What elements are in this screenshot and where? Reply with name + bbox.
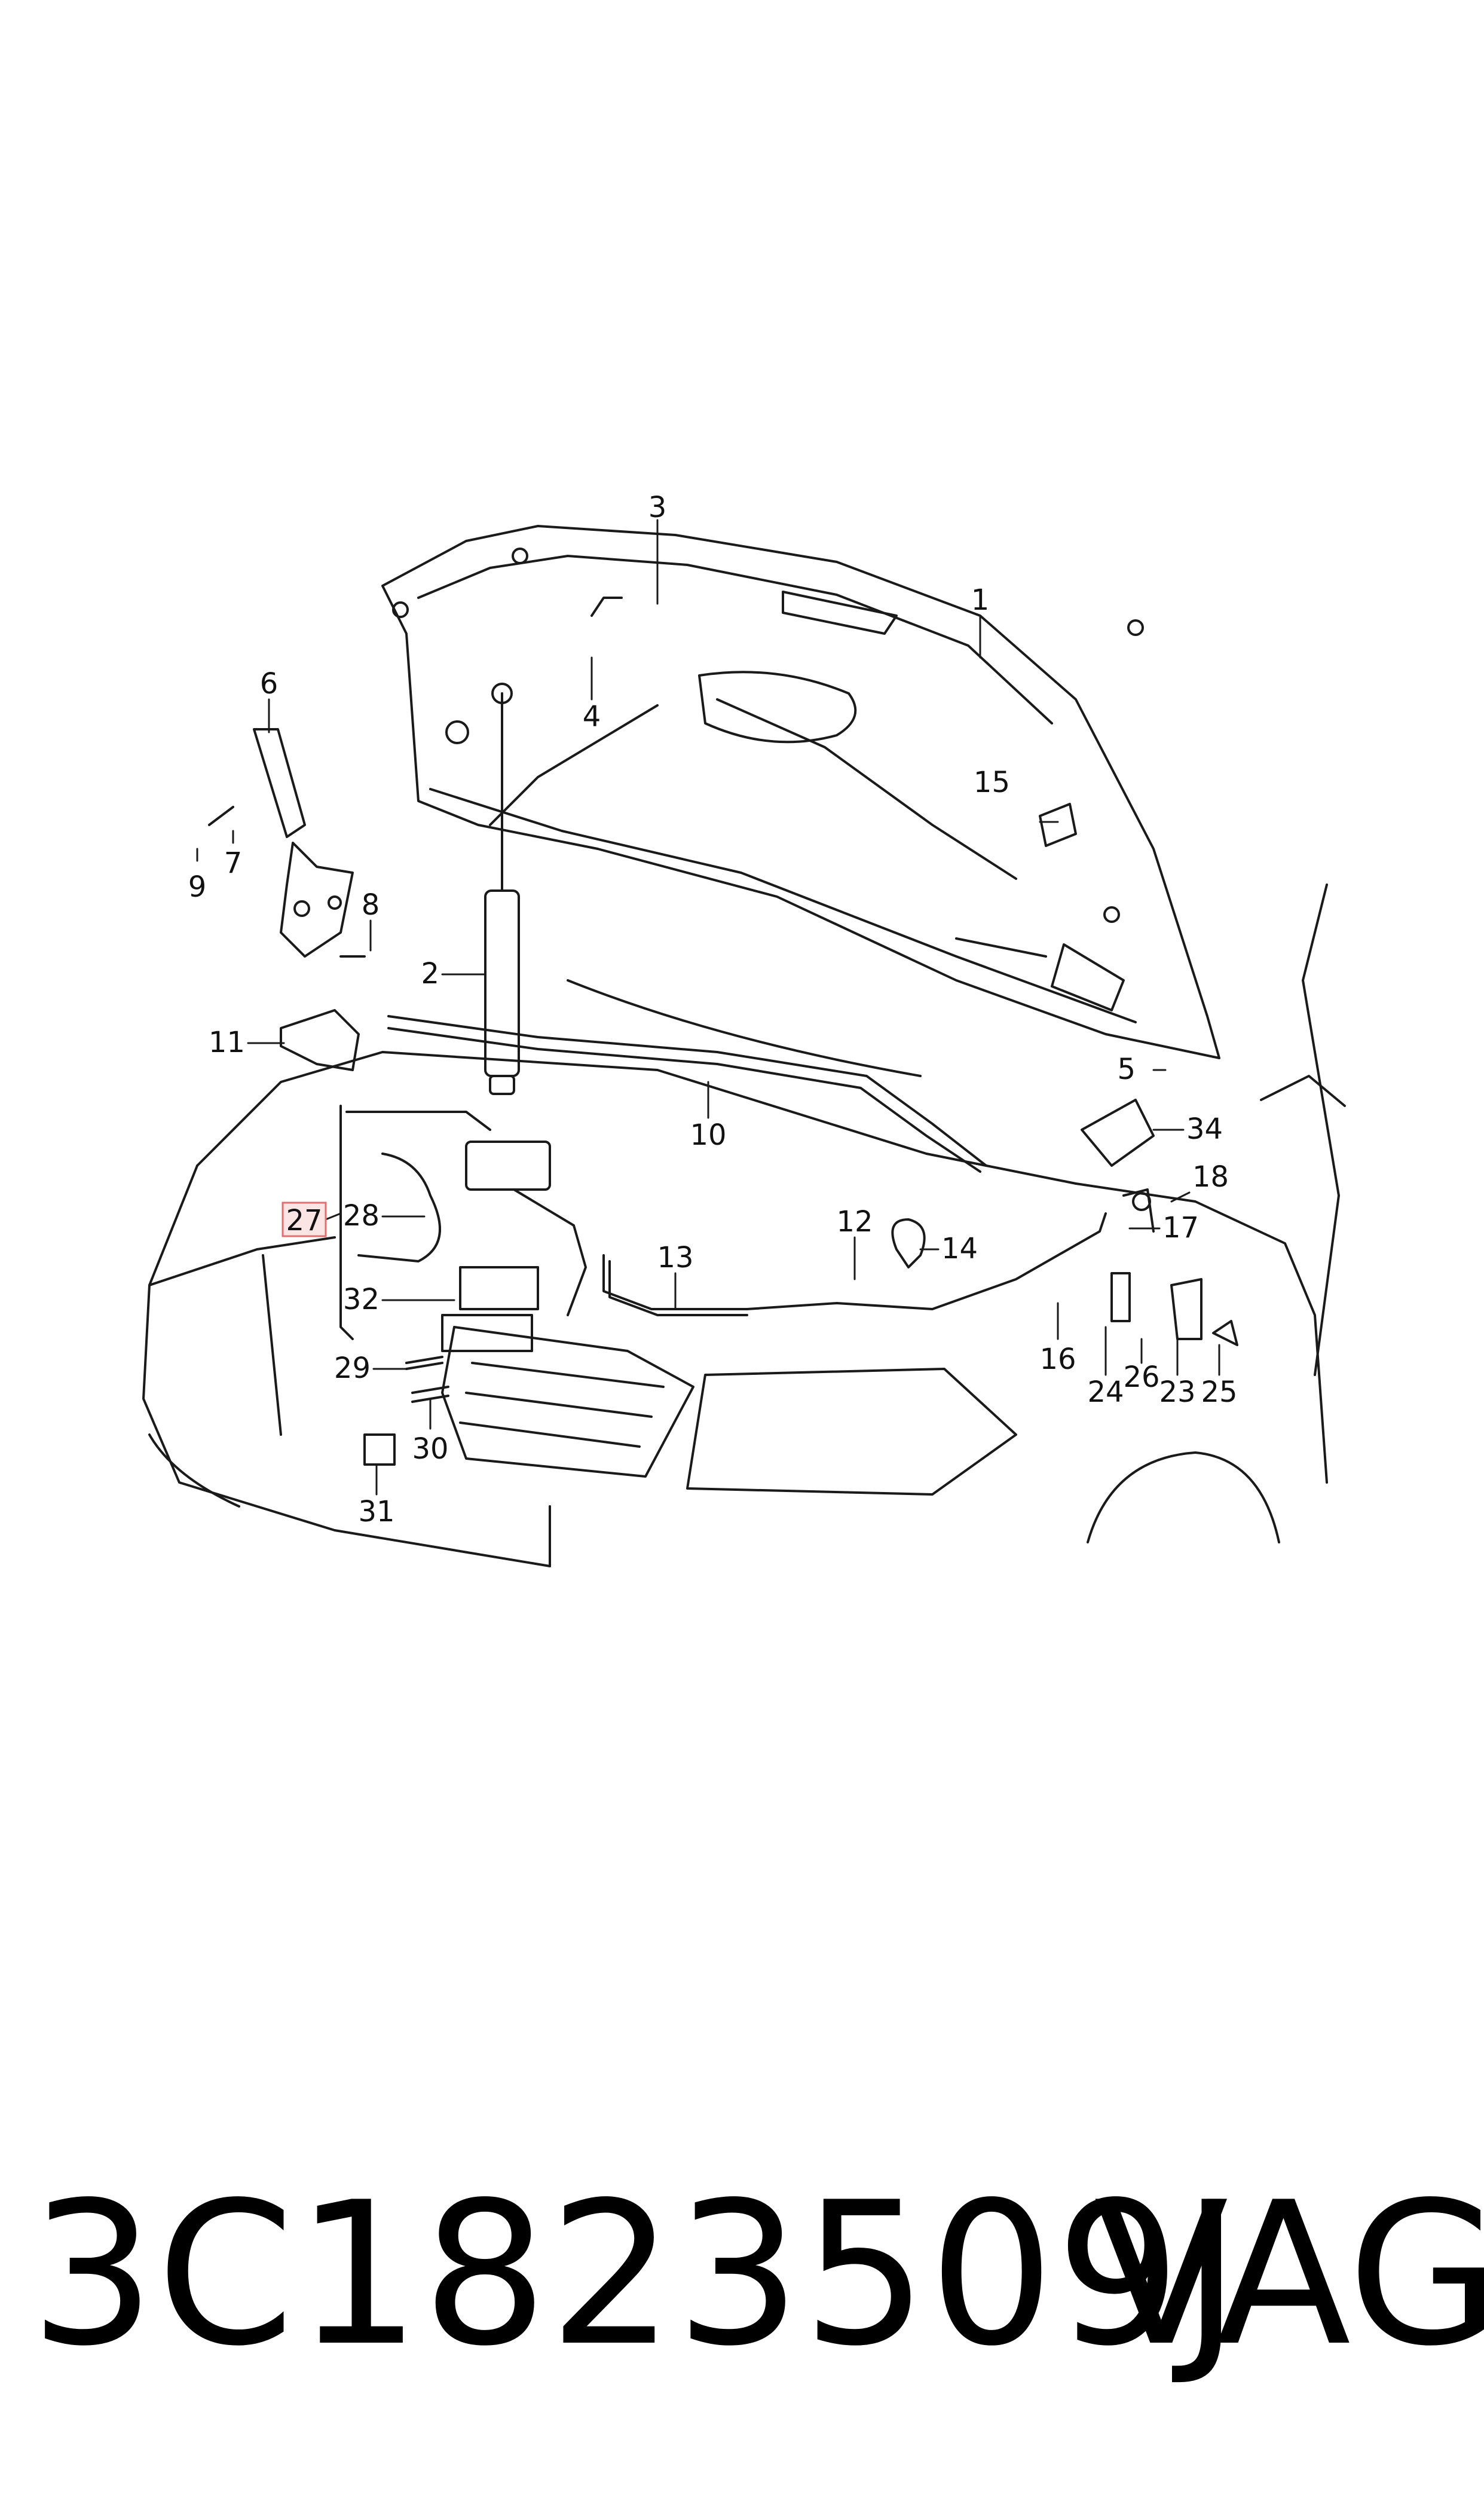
callout-3[interactable]: 3 [648,491,667,524]
callout-7[interactable]: 7 [224,846,243,880]
callout-17[interactable]: 17 [1162,1211,1199,1245]
callout-30[interactable]: 30 [412,1432,448,1466]
callout-16[interactable]: 16 [1039,1343,1076,1376]
callout-2[interactable]: 2 [421,957,439,990]
callout-23[interactable]: 23 [1159,1375,1195,1409]
callout-24[interactable]: 24 [1087,1375,1124,1409]
callout-11[interactable]: 11 [209,1026,245,1059]
callout-4[interactable]: 4 [583,700,601,733]
callout-32[interactable]: 32 [343,1283,380,1316]
gas-strut [484,683,520,1095]
cable-tie [891,1218,926,1268]
brand-label: VAG [1094,2160,1484,2389]
hood-hinge [253,728,354,958]
lock-pad [363,1433,396,1466]
callout-15[interactable]: 15 [974,766,1010,799]
callout-labels: 1 2 3 4 5 6 7 8 9 10 11 12 13 14 15 16 1… [188,491,1238,1528]
hood-seal-strip [387,1015,987,1167]
callout-26[interactable]: 26 [1123,1361,1159,1394]
part-number: 3C1823509J [30,2160,1242,2389]
hood-panel [381,525,1220,1077]
catch-parts-right [1081,1099,1238,1346]
highlight-box-27 [281,1202,327,1237]
callout-13[interactable]: 13 [657,1241,693,1274]
hood-latch-assembly [339,1105,587,1352]
callout-9[interactable]: 9 [188,870,207,904]
bracket-11 [280,1009,360,1071]
callout-27[interactable]: 27 [286,1204,322,1237]
callout-5[interactable]: 5 [1117,1053,1136,1086]
callout-25[interactable]: 25 [1201,1375,1237,1409]
callout-34[interactable]: 34 [1186,1112,1223,1146]
screws [208,597,623,1403]
release-cable [602,1212,1107,1310]
leader-lines [196,519,1220,1496]
callout-18[interactable]: 18 [1192,1160,1229,1194]
callout-12[interactable]: 12 [836,1205,873,1239]
rubber-buffer [1039,803,1077,847]
callout-29[interactable]: 29 [334,1352,371,1385]
callout-10[interactable]: 10 [690,1118,726,1152]
callout-28[interactable]: 28 [343,1199,380,1233]
callout-8[interactable]: 8 [362,888,380,922]
callout-31[interactable]: 31 [358,1495,394,1528]
callout-1[interactable]: 1 [971,583,990,617]
callout-14[interactable]: 14 [941,1232,978,1265]
callout-6[interactable]: 6 [260,667,279,701]
exploded-parts-diagram: 1 2 3 4 5 6 7 8 9 10 11 12 13 14 15 16 1… [142,491,1346,1567]
